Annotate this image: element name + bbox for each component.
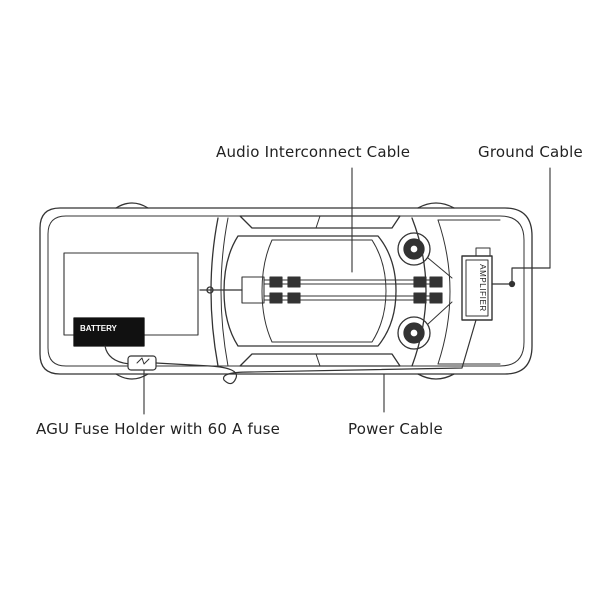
battery: BATTERY: [73, 317, 145, 347]
ground-cable-label: Ground Cable: [478, 143, 583, 161]
amplifier: AMPLIFIER: [461, 247, 493, 321]
power-cable: [104, 319, 477, 385]
fuse-holder-label: AGU Fuse Holder with 60 A fuse: [36, 420, 281, 438]
audio-interconnect-cables: [263, 276, 443, 304]
speaker-bottom: [397, 301, 453, 350]
head-unit: [199, 276, 265, 304]
amplifier-label: AMPLIFIER: [478, 264, 487, 312]
power-cable-label: Power Cable: [348, 420, 443, 438]
car-body: [39, 202, 533, 380]
callout-leaders: [143, 167, 551, 415]
cabin-structure: [210, 215, 501, 367]
speaker-top: [397, 232, 453, 279]
ground-cable: [491, 267, 551, 285]
battery-label: BATTERY: [80, 324, 118, 333]
audio-interconnect-cable-label: Audio Interconnect Cable: [216, 143, 411, 161]
